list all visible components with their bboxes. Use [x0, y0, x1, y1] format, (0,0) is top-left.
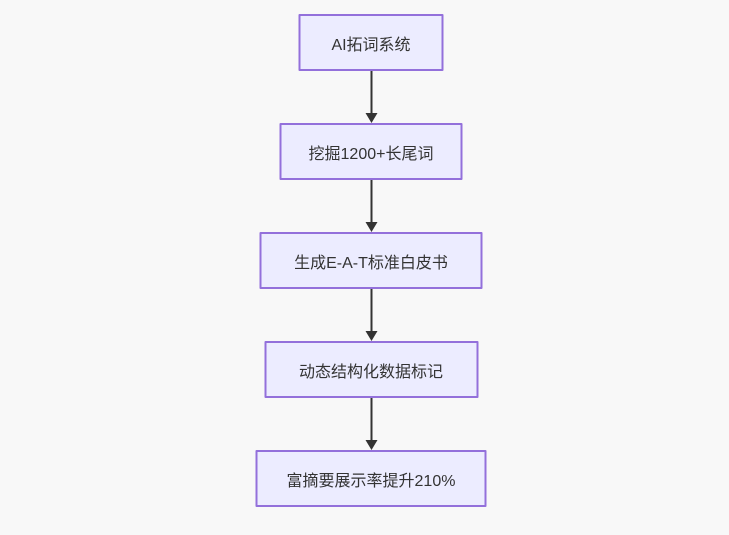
node-label: 挖掘1200+长尾词	[308, 145, 434, 163]
flow-node-rich-snippet-result: 富摘要展示率提升210%	[255, 450, 487, 507]
node-label: 动态结构化数据标记	[298, 363, 443, 381]
arrow-down-icon	[365, 398, 377, 450]
node-label: 富摘要展示率提升210%	[286, 472, 456, 490]
node-label: AI拓词系统	[331, 36, 411, 54]
arrow-down-icon	[365, 71, 377, 123]
arrow-down-icon	[365, 289, 377, 341]
node-label: 生成E-A-T标准白皮书	[294, 254, 448, 272]
arrow-line	[370, 289, 372, 331]
arrow-line	[370, 398, 372, 440]
arrow-head	[365, 440, 377, 450]
flow-node-ai-expansion: AI拓词系统	[298, 14, 444, 71]
arrow-line	[370, 180, 372, 222]
flow-node-eat-whitepaper: 生成E-A-T标准白皮书	[259, 232, 483, 289]
flow-node-structured-data: 动态结构化数据标记	[264, 341, 478, 398]
arrow-down-icon	[365, 180, 377, 232]
arrow-head	[365, 331, 377, 341]
flow-node-longtail-mining: 挖掘1200+长尾词	[279, 123, 463, 180]
arrow-head	[365, 222, 377, 232]
arrow-head	[365, 113, 377, 123]
arrow-line	[370, 71, 372, 113]
flowchart: AI拓词系统 挖掘1200+长尾词 生成E-A-T标准白皮书 动态结构化数据标记…	[255, 14, 487, 507]
